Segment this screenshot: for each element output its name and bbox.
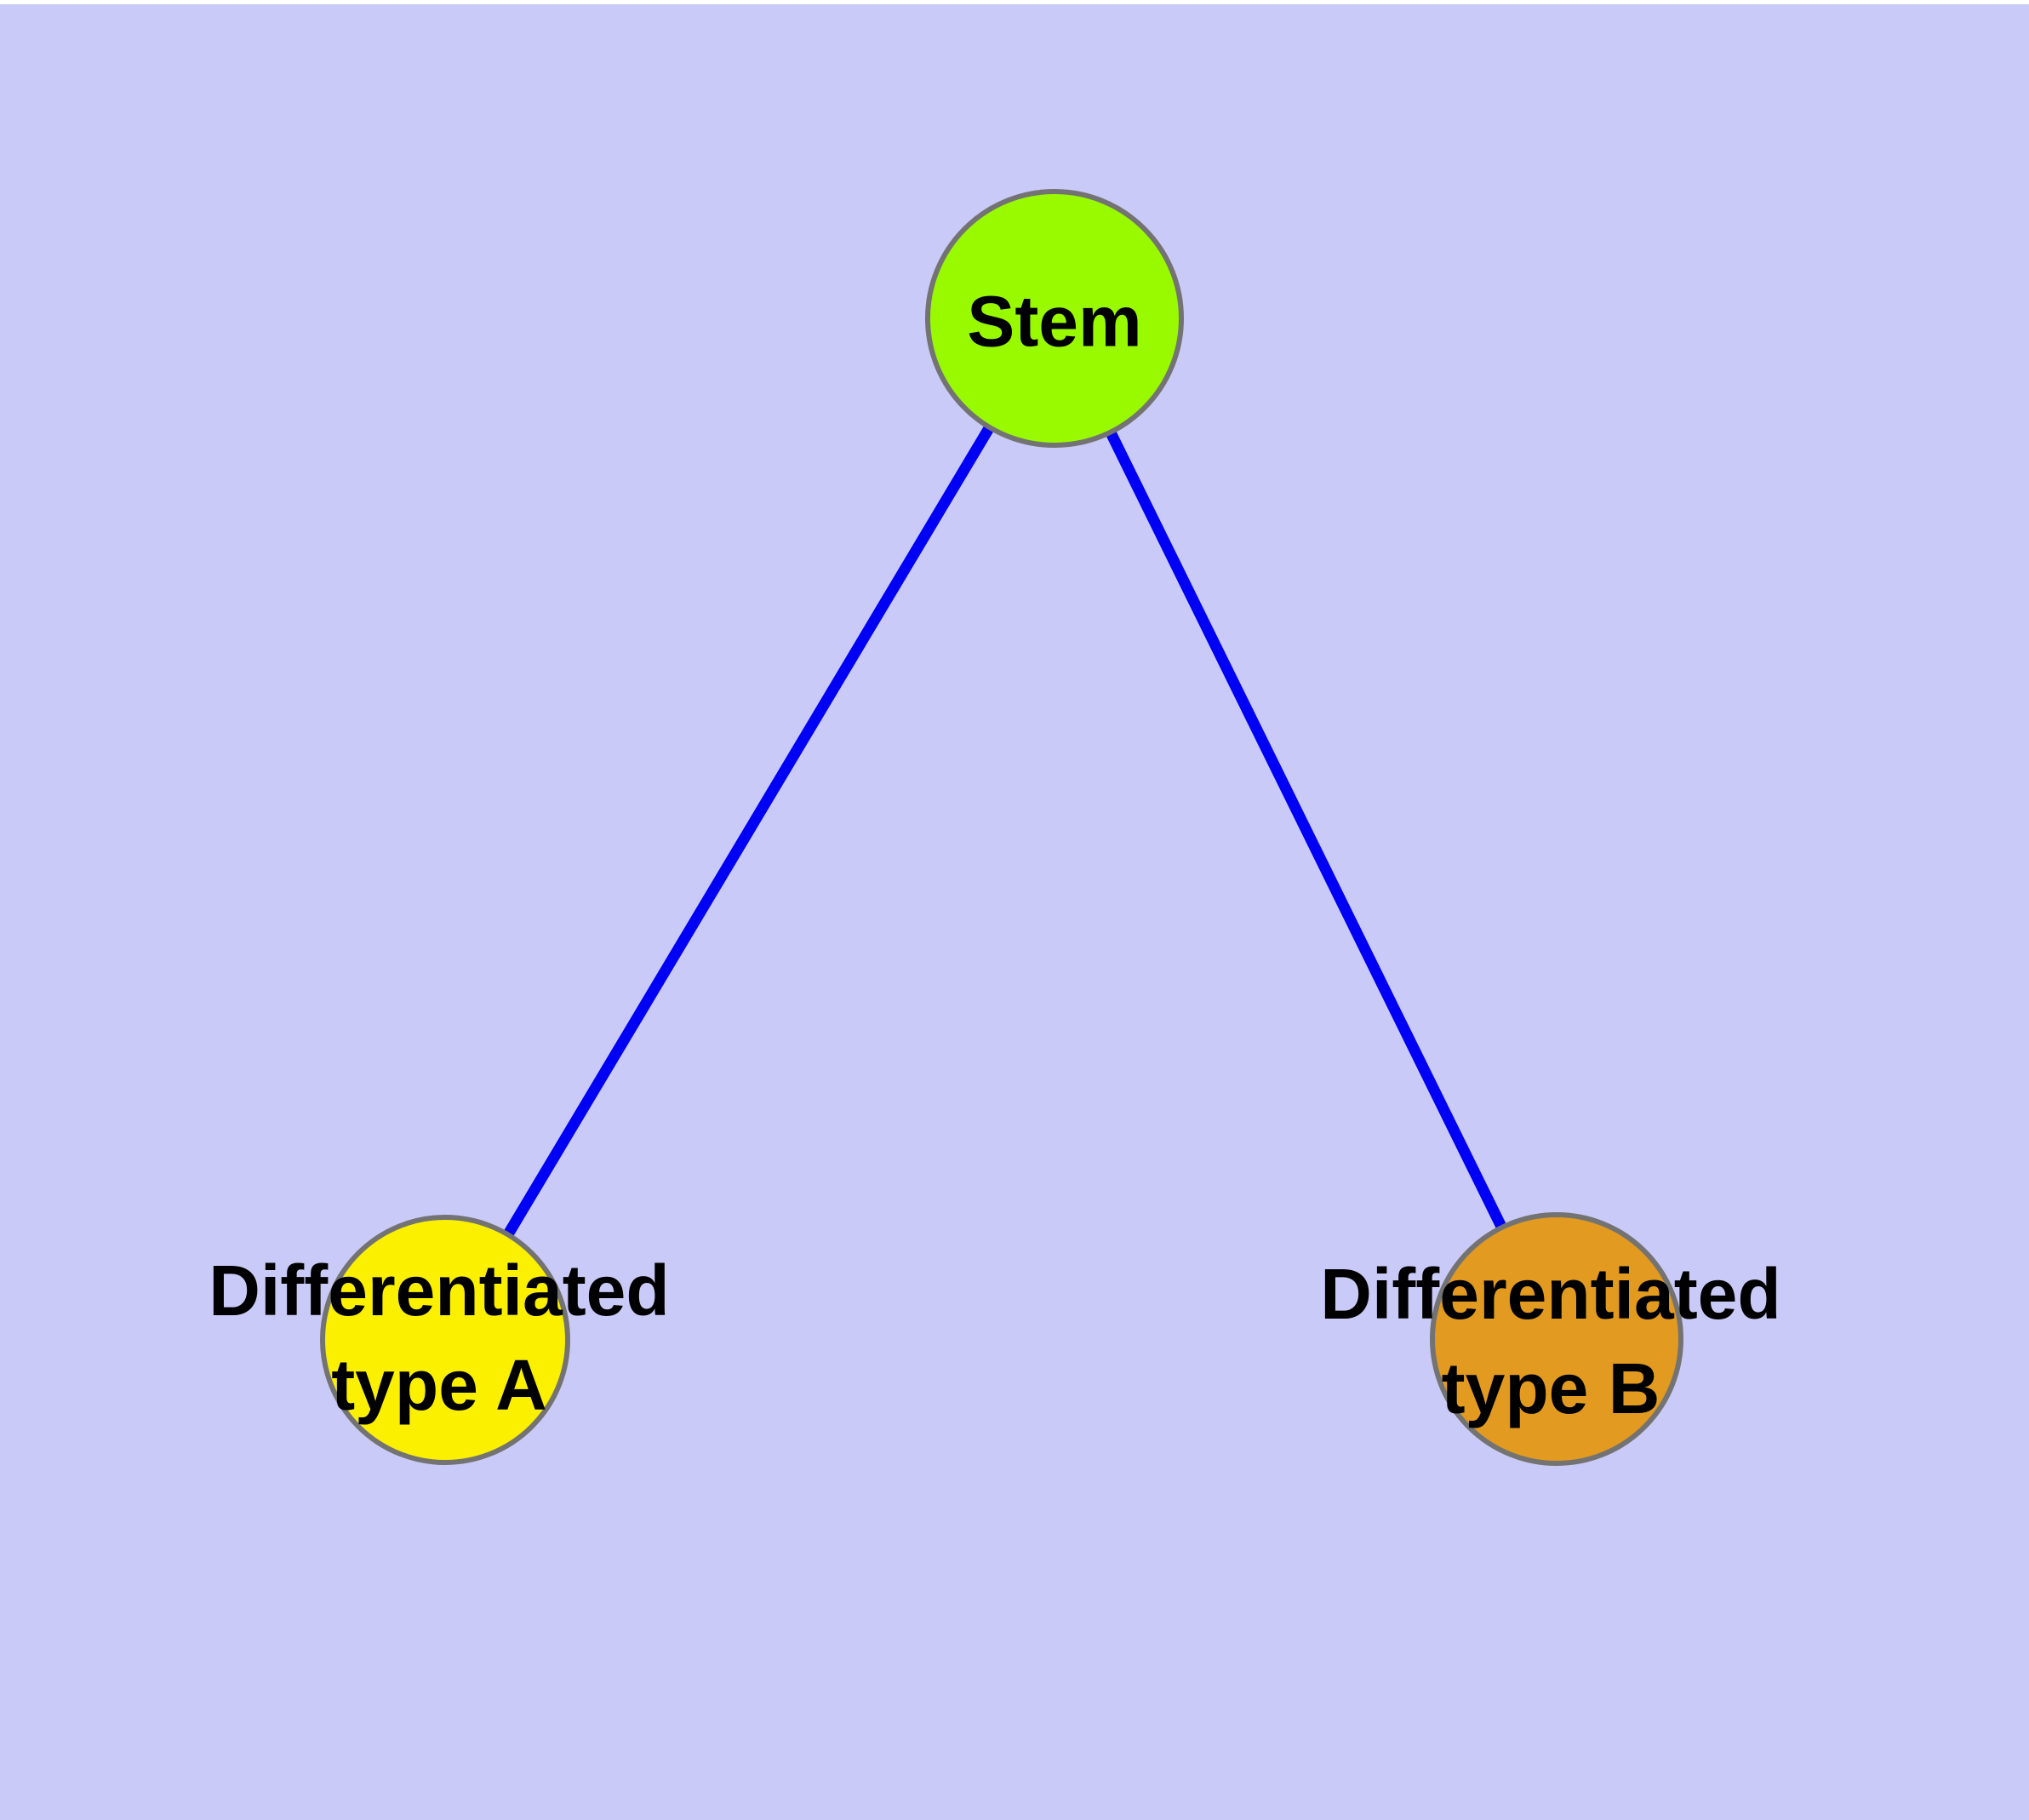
node-differentiated-type-b[interactable] bbox=[1430, 1212, 1683, 1466]
node-stem[interactable] bbox=[925, 189, 1184, 448]
node-differentiated-type-a[interactable] bbox=[320, 1215, 570, 1465]
edge-stem-to-diff-b bbox=[1049, 316, 1562, 1342]
edge-stem-to-diff-a bbox=[440, 315, 1060, 1343]
